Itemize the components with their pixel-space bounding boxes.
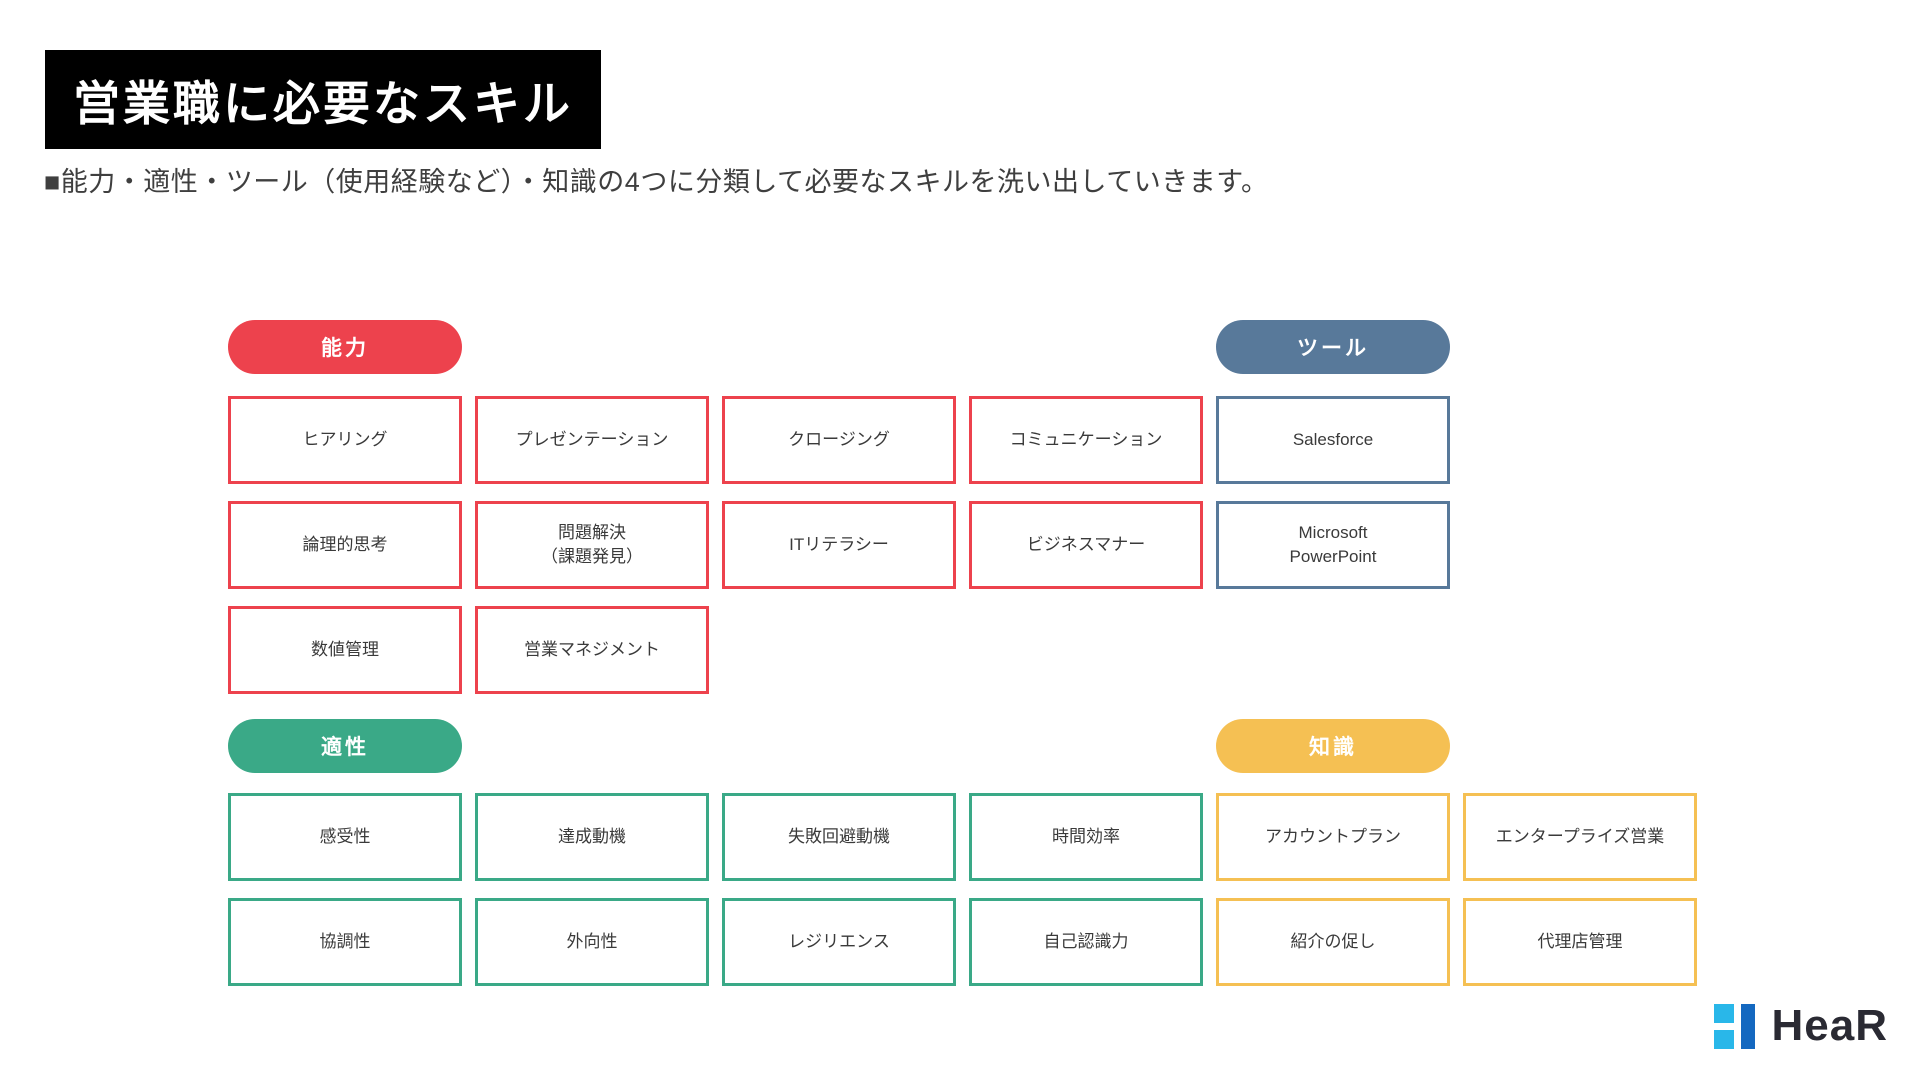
skill-box-business-manner: ビジネスマナー [969, 501, 1203, 589]
hear-logo-bar [1740, 1003, 1755, 1049]
skill-box-referral-prompting: 紹介の促し [1216, 898, 1450, 986]
hear-logo-text: HeaR [1771, 1001, 1888, 1050]
skill-box-time-efficiency: 時間効率 [969, 793, 1203, 881]
skill-box-problem-solving: 問題解決 （課題発見） [475, 501, 709, 589]
skill-box-enterprise-sales: エンタープライズ営業 [1463, 793, 1697, 881]
skill-box-logical-thinking: 論理的思考 [228, 501, 462, 589]
skill-box-cooperativeness: 協調性 [228, 898, 462, 986]
slide-subtitle: ■能力・適性・ツール（使用経験など）・知識の4つに分類して必要なスキルを洗い出し… [44, 167, 1269, 197]
skill-box-communication: コミュニケーション [969, 396, 1203, 484]
skill-box-sensitivity: 感受性 [228, 793, 462, 881]
skill-box-resilience: レジリエンス [722, 898, 956, 986]
category-pill-ability: 能力 [228, 320, 462, 374]
category-pill-aptitude: 適性 [228, 719, 462, 773]
skill-box-failure-avoidance: 失敗回避動機 [722, 793, 956, 881]
skill-box-it-literacy: ITリテラシー [722, 501, 956, 589]
skill-box-self-awareness: 自己認識力 [969, 898, 1203, 986]
hear-logo-square-bottom [1713, 1029, 1734, 1049]
skill-box-hearing: ヒアリング [228, 396, 462, 484]
slide-title: 営業職に必要なスキル [45, 50, 601, 149]
hear-logo: HeaR [1713, 1001, 1889, 1051]
skill-box-sales-management: 営業マネジメント [475, 606, 709, 694]
skill-box-agency-management: 代理店管理 [1463, 898, 1697, 986]
skill-box-extraversion: 外向性 [475, 898, 709, 986]
category-pill-tool: ツール [1216, 320, 1450, 374]
skill-box-account-plan: アカウントプラン [1216, 793, 1450, 881]
skill-box-salesforce: Salesforce [1216, 396, 1450, 484]
category-pill-knowledge: 知識 [1216, 719, 1450, 773]
hear-logo-squares [1713, 1003, 1734, 1049]
skill-box-achievement-motive: 達成動機 [475, 793, 709, 881]
hear-logo-icon [1713, 1003, 1755, 1049]
skill-box-presentation: プレゼンテーション [475, 396, 709, 484]
skill-box-numeric-management: 数値管理 [228, 606, 462, 694]
skill-box-closing: クロージング [722, 396, 956, 484]
skill-box-powerpoint: Microsoft PowerPoint [1216, 501, 1450, 589]
hear-logo-square-top [1713, 1003, 1734, 1023]
